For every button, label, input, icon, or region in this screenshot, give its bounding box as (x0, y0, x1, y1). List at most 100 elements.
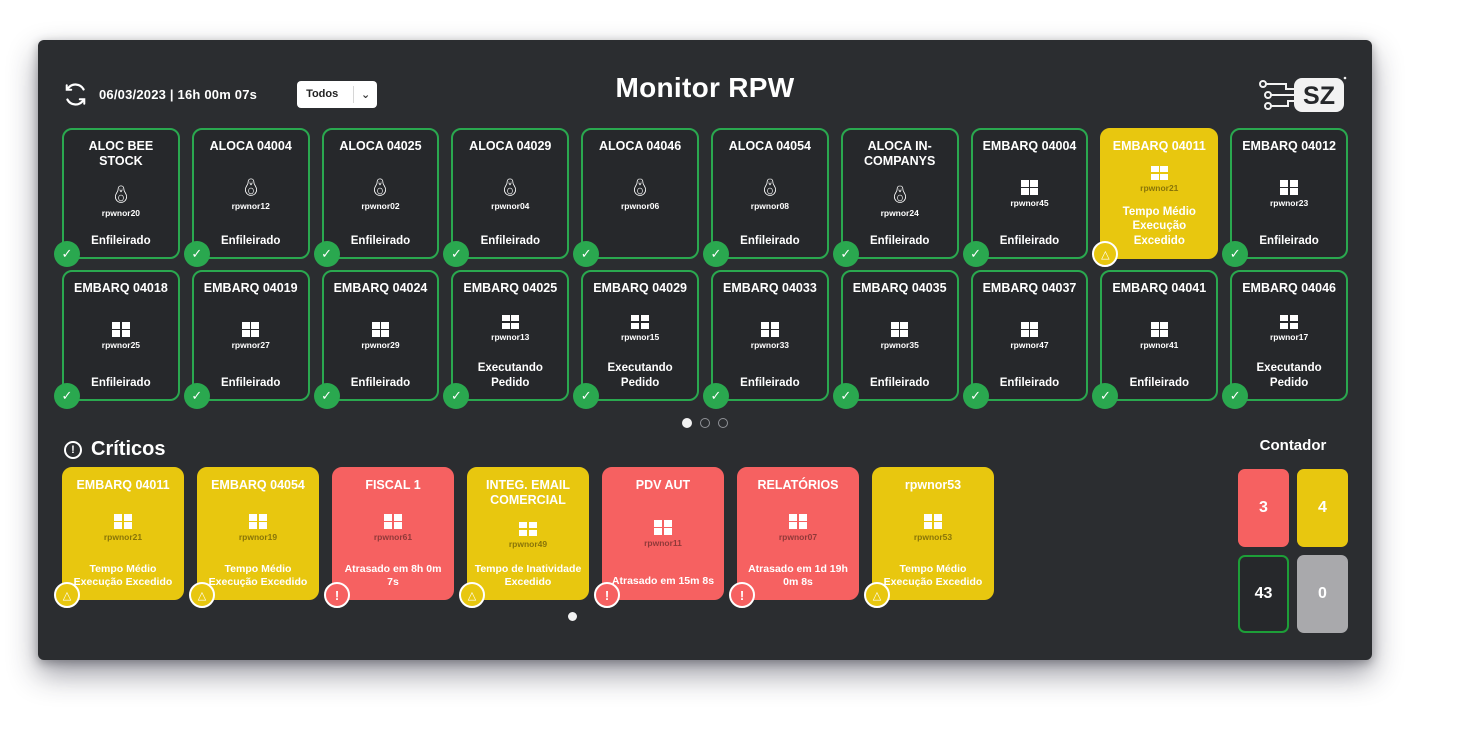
machine-card[interactable]: EMBARQ 04041 rpwnor41 Enfileirado ✓ (1092, 270, 1219, 409)
header: 06/03/2023 | 16h 00m 07s Todos ⌄ Monitor… (62, 72, 1348, 114)
machine-card[interactable]: EMBARQ 04011 rpwnor21 Tempo Médio Execuç… (1092, 128, 1219, 267)
status-text: Enfileirado (220, 234, 281, 247)
machine-card[interactable]: RELATÓRIOS rpwnor07 Atrasado em 1d 19h 0… (729, 467, 859, 608)
counter-value: 3 (1259, 499, 1268, 516)
machine-name: EMBARQ 04012 (1242, 139, 1336, 153)
windows-icon (501, 314, 520, 330)
hostname: rpwnor04 (491, 200, 530, 211)
status-text: Enfileirado (1129, 376, 1189, 389)
hostname: rpwnor25 (101, 339, 141, 350)
machine-name: EMBARQ 04037 (982, 281, 1077, 295)
card-middle: rpwnor29 (361, 296, 400, 376)
status-badge: ✓ (703, 383, 729, 409)
status-badge: △ (1092, 241, 1119, 267)
machine-card[interactable]: EMBARQ 04024 rpwnor29 Enfileirado ✓ (313, 270, 440, 409)
machine-name: EMBARQ 04041 (1112, 281, 1207, 295)
windows-icon (249, 514, 267, 529)
filter-select[interactable]: Todos ⌄ (297, 80, 378, 108)
hostname: rpwnor17 (1269, 332, 1309, 343)
machine-name: FISCAL 1 (365, 478, 421, 492)
status-badge: ✓ (54, 383, 80, 409)
criticos-carousel-dots (568, 612, 577, 621)
status-badge: ! (729, 582, 755, 608)
hostname: rpwnor11 (644, 537, 682, 548)
machine-card[interactable]: EMBARQ 04029 rpwnor15 Executando Pedido … (573, 270, 699, 409)
status-badge: △ (189, 582, 215, 608)
status-text: Atrasado em 8h 0m 7s (344, 562, 442, 588)
machine-card[interactable]: EMBARQ 04012 rpwnor23 Enfileirado ✓ (1222, 128, 1348, 267)
windows-icon (384, 514, 402, 529)
svg-text:SZ: SZ (1303, 82, 1335, 110)
status-badge: ✓ (183, 241, 210, 267)
machine-card[interactable]: EMBARQ 04035 rpwnor35 Enfileirado ✓ (832, 270, 959, 409)
machine-card[interactable]: PDV AUT rpwnor11 Atrasado em 15m 8s ! (594, 467, 724, 608)
hostname: rpwnor24 (880, 208, 919, 219)
windows-icon (631, 314, 649, 330)
status-badge: ✓ (183, 383, 210, 409)
machine-name: RELATÓRIOS (757, 478, 839, 492)
machine-card[interactable]: ALOCA 04004 rpwnor12 Enfileirado ✓ (183, 128, 310, 267)
criticos-row: EMBARQ 04011 rpwnor21 Tempo Médio Execuç… (54, 467, 994, 608)
machine-card[interactable]: ALOCA 04054 rpwnor08 Enfileirado ✓ (703, 128, 829, 267)
machine-name: EMBARQ 04019 (203, 281, 298, 295)
status-badge: ✓ (1092, 383, 1119, 409)
machine-card[interactable]: ALOCA IN-COMPANYS rpwnor24 Enfileirado ✓ (832, 128, 959, 267)
machine-name: EMBARQ 04035 (852, 281, 947, 295)
hostname: rpwnor23 (1269, 197, 1309, 208)
machine-card[interactable]: ALOC BEE STOCK rpwnor20 Enfileirado ✓ (54, 128, 180, 267)
status-text: Executando Pedido (607, 362, 673, 389)
hostname: rpwnor53 (913, 531, 953, 542)
hostname: rpwnor15 (620, 332, 660, 343)
status-text: Executando Pedido (1256, 362, 1322, 389)
status-badge: ✓ (1222, 383, 1249, 409)
windows-icon (241, 322, 260, 337)
card-middle: rpwnor04 (491, 154, 529, 234)
machines-carousel-dots (682, 418, 728, 428)
machine-name: ALOCA 04025 (339, 139, 422, 153)
carousel-dot[interactable] (568, 612, 577, 621)
machine-card[interactable]: EMBARQ 04011 rpwnor21 Tempo Médio Execuç… (54, 467, 184, 608)
machine-card[interactable]: EMBARQ 04018 rpwnor25 Enfileirado ✓ (54, 270, 180, 409)
alert-circle-icon: ! (64, 440, 82, 459)
machine-card[interactable]: EMBARQ 04025 rpwnor13 Executando Pedido … (443, 270, 570, 409)
card-middle: rpwnor47 (1010, 296, 1049, 376)
carousel-dot[interactable] (700, 418, 710, 428)
status-text: Enfileirado (220, 376, 281, 389)
machine-name: ALOCA 04046 (598, 139, 682, 153)
hostname: rpwnor21 (103, 531, 143, 542)
counter-box: 4 (1297, 469, 1348, 547)
carousel-dot[interactable] (718, 418, 728, 428)
machine-card[interactable]: ALOCA 04025 rpwnor02 Enfileirado ✓ (313, 128, 440, 267)
linux-icon (114, 185, 127, 204)
machine-card[interactable]: EMBARQ 04054 rpwnor19 Tempo Médio Execuç… (189, 467, 319, 608)
machine-card[interactable]: rpwnor53 rpwnor53 Tempo Médio Execução E… (864, 467, 994, 608)
status-badge: ✓ (573, 383, 600, 409)
machine-name: EMBARQ 04018 (74, 281, 168, 295)
counter-value: 4 (1318, 499, 1327, 516)
carousel-dot[interactable] (682, 418, 692, 428)
machine-card[interactable]: EMBARQ 04033 rpwnor33 Enfileirado ✓ (703, 270, 829, 409)
machine-card[interactable]: ALOCA 04029 rpwnor04 Enfileirado ✓ (443, 128, 570, 267)
machine-card[interactable]: EMBARQ 04004 rpwnor45 Enfileirado ✓ (962, 128, 1089, 267)
hostname: rpwnor41 (1140, 339, 1179, 350)
windows-icon (1020, 322, 1039, 337)
status-badge: ✓ (313, 383, 340, 409)
status-text: Enfileirado (1259, 234, 1319, 247)
card-middle: rpwnor11 (644, 493, 682, 575)
windows-icon (890, 322, 909, 337)
machine-card[interactable]: ALOCA 04046 rpwnor06 ✓ (573, 128, 699, 267)
refresh-icon[interactable] (62, 81, 89, 108)
machine-card[interactable]: EMBARQ 04046 rpwnor17 Executando Pedido … (1222, 270, 1348, 409)
linux-icon (763, 178, 776, 196)
hostname: rpwnor13 (491, 332, 530, 343)
counter-value: 0 (1318, 585, 1327, 602)
windows-icon (1150, 322, 1169, 337)
machine-card[interactable]: EMBARQ 04019 rpwnor27 Enfileirado ✓ (183, 270, 310, 409)
machine-card[interactable]: INTEG. EMAIL COMERCIAL rpwnor49 Tempo de… (459, 467, 589, 608)
machine-card[interactable]: FISCAL 1 rpwnor61 Atrasado em 8h 0m 7s ! (324, 467, 454, 608)
machine-card[interactable]: EMBARQ 04037 rpwnor47 Enfileirado ✓ (962, 270, 1089, 409)
hostname: rpwnor49 (508, 539, 548, 550)
status-text: Enfileirado (350, 234, 411, 247)
windows-icon (761, 322, 779, 337)
machine-name: ALOCA 04004 (209, 139, 292, 153)
